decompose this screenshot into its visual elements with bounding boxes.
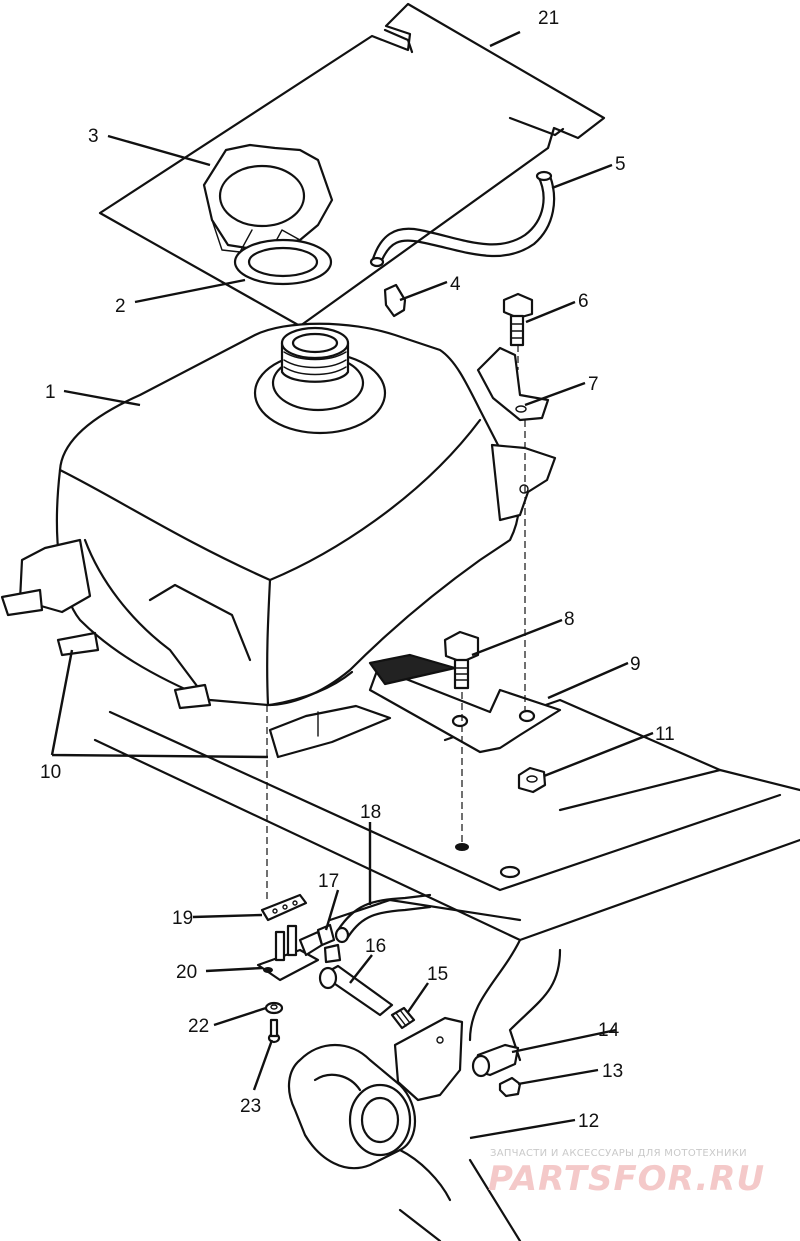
callout-19: 19	[172, 908, 193, 929]
callout-2: 2	[115, 296, 126, 317]
alignment-lines	[266, 345, 526, 900]
petcock-plate	[260, 893, 308, 922]
fuel-line	[334, 893, 432, 944]
watermark-brand: PARTSFOR.RU	[488, 1159, 765, 1199]
callout-14: 14	[598, 1020, 620, 1041]
bolt-6	[502, 292, 534, 347]
watermark-tagline: ЗАПЧАСТИ И АКСЕССУАРЫ ДЛЯ МОТОТЕХНИКИ	[490, 1148, 747, 1159]
callout-labels: 21 3 2 4 5 6 7 1 8 9 11 10 18 17 19 16 2…	[40, 8, 675, 1132]
callout-10: 10	[40, 762, 61, 783]
vent-fitting	[383, 283, 407, 318]
fuel-valve	[256, 923, 342, 982]
callout-7: 7	[588, 374, 599, 395]
fuel-tank	[0, 322, 557, 710]
callout-18: 18	[360, 802, 381, 823]
fuel-cap	[202, 143, 334, 253]
cap-gasket	[233, 238, 333, 286]
fuel-filter-tube	[318, 964, 394, 1017]
callout-20: 20	[176, 962, 197, 983]
callout-3: 3	[88, 126, 99, 147]
callout-6: 6	[578, 291, 589, 312]
callout-1: 1	[45, 382, 56, 403]
bracket-7	[476, 346, 550, 422]
choke-knob	[471, 1043, 520, 1078]
watermark: ЗАПЧАСТИ И АКСЕССУАРЫ ДЛЯ МОТОТЕХНИКИ PA…	[488, 1148, 765, 1199]
callout-16: 16	[365, 936, 386, 957]
callout-15: 15	[427, 964, 448, 985]
frame	[93, 698, 800, 1241]
screw-13	[498, 1076, 522, 1098]
callout-21: 21	[538, 8, 559, 29]
vent-hose	[369, 170, 556, 268]
callout-4: 4	[450, 274, 461, 295]
callout-23: 23	[240, 1096, 261, 1117]
callout-11: 11	[655, 724, 675, 745]
rubber-pads	[268, 704, 392, 759]
callout-9: 9	[630, 654, 641, 675]
callout-8: 8	[564, 609, 575, 630]
carburetor-mount	[287, 1016, 464, 1202]
screw-23	[267, 1018, 281, 1044]
callout-22: 22	[188, 1016, 209, 1037]
heat-shield-sheet	[98, 2, 606, 328]
callout-5: 5	[615, 154, 626, 175]
spring-clamp	[390, 1006, 416, 1030]
callout-17: 17	[318, 871, 339, 892]
callout-13: 13	[602, 1061, 623, 1082]
nut-11	[517, 766, 547, 794]
bolt-8	[443, 630, 480, 690]
washer-22	[264, 1001, 284, 1015]
leader-lines	[50, 30, 654, 1140]
callout-12: 12	[578, 1111, 599, 1132]
